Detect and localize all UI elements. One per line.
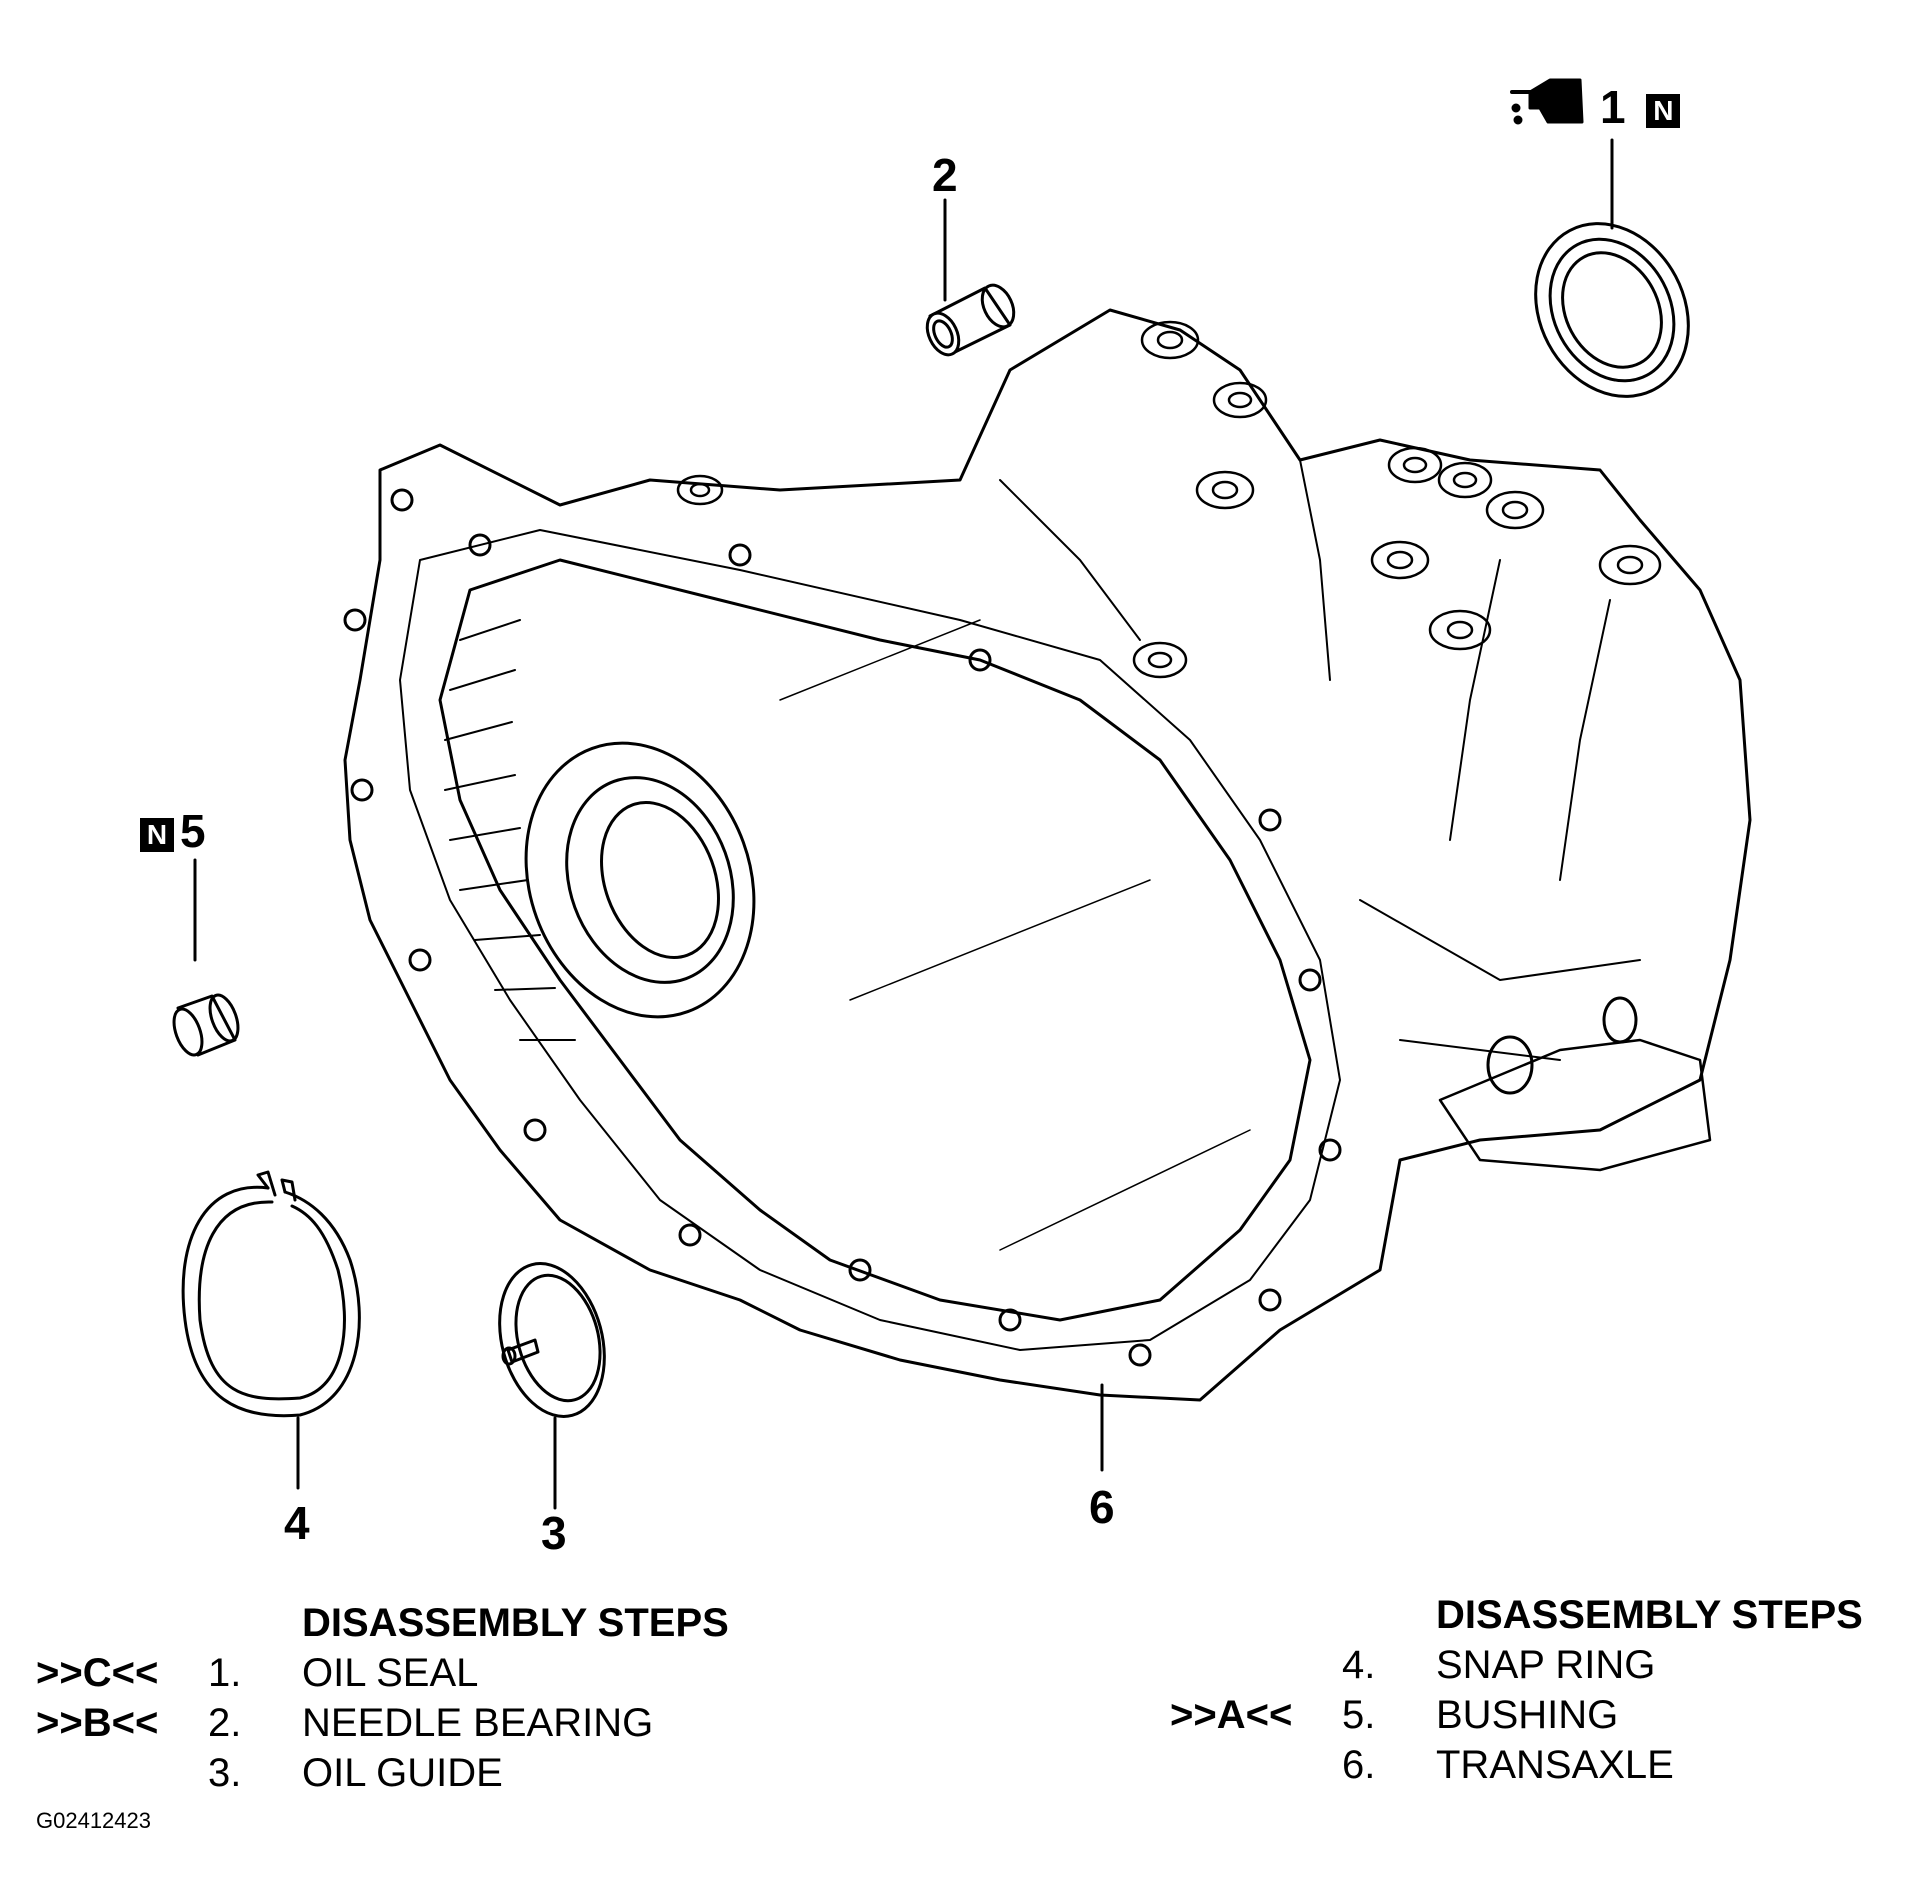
step-label: SNAP RING bbox=[1436, 1643, 1656, 1687]
new-part-icon: N bbox=[1646, 93, 1681, 128]
new-part-icon: N bbox=[140, 817, 174, 852]
exploded-view-drawing bbox=[172, 78, 1752, 1510]
step-label: NEEDLE BEARING bbox=[302, 1701, 654, 1745]
callout-1: 1 N bbox=[1600, 84, 1681, 130]
callout-2: 2 bbox=[932, 149, 958, 201]
step-number: 6. bbox=[1342, 1743, 1376, 1787]
needle-bearing-part bbox=[925, 283, 1016, 357]
step-code: >>B<< bbox=[36, 1701, 159, 1745]
snap-ring-part bbox=[181, 1170, 361, 1418]
step-label: BUSHING bbox=[1436, 1693, 1619, 1737]
oil-can-icon bbox=[1510, 78, 1584, 125]
step-label: TRANSAXLE bbox=[1436, 1743, 1674, 1787]
step-code: >>C<< bbox=[36, 1651, 159, 1695]
step-number: 2. bbox=[208, 1701, 242, 1745]
step-code: >>A<< bbox=[1170, 1693, 1293, 1737]
oil-guide-part bbox=[498, 1262, 606, 1418]
steps-header: DISASSEMBLY STEPS bbox=[1436, 1593, 1863, 1637]
step-label: OIL SEAL bbox=[302, 1651, 479, 1695]
transaxle-case bbox=[343, 308, 1752, 1402]
step-number: 1. bbox=[208, 1651, 242, 1695]
callout-4: 4 bbox=[284, 1497, 310, 1549]
step-number: 5. bbox=[1342, 1693, 1376, 1737]
step-number: 4. bbox=[1342, 1643, 1376, 1687]
callout-3: 3 bbox=[541, 1507, 567, 1559]
figure-id: G02412423 bbox=[36, 1808, 151, 1833]
step-label: OIL GUIDE bbox=[302, 1751, 503, 1795]
steps-header: DISASSEMBLY STEPS bbox=[302, 1601, 729, 1645]
step-number: 3. bbox=[208, 1751, 242, 1795]
oil-seal-part bbox=[1534, 222, 1690, 398]
bushing-part bbox=[172, 993, 240, 1057]
callout-6: 6 bbox=[1089, 1481, 1115, 1533]
